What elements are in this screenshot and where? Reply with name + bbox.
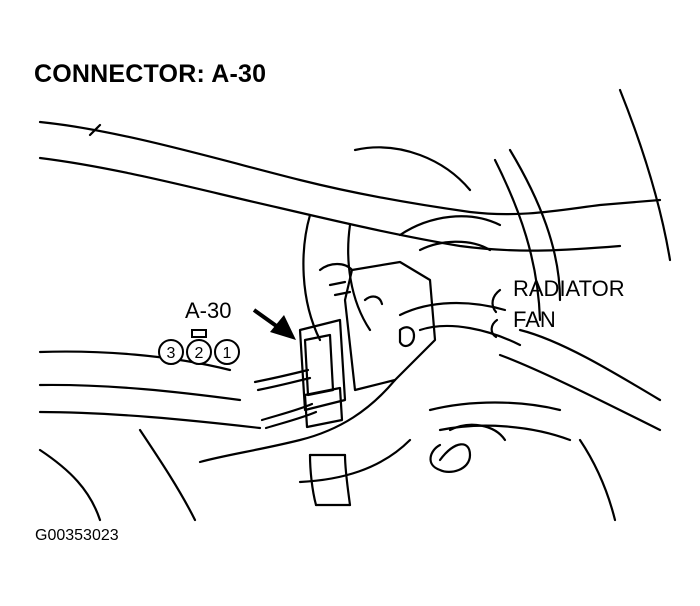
figure-id: G00353023: [35, 527, 119, 544]
lower-hoses: [38, 350, 617, 522]
pin-2-label: 2: [195, 345, 204, 362]
pin-2-circle: [186, 339, 212, 365]
page-title: CONNECTOR: A-30: [34, 60, 267, 88]
connector-a30: [298, 260, 437, 429]
connector-pinout: 3 2 1: [158, 329, 240, 365]
pin-3-label: 3: [167, 345, 176, 362]
pin-1-label: 1: [223, 345, 232, 362]
callout-label: A-30: [185, 298, 231, 323]
radiator-fan-label-line1: RADIATOR: [513, 276, 625, 301]
fan-shroud: [198, 146, 502, 484]
frame-lines: [398, 88, 672, 432]
pin-3-circle: [158, 339, 184, 365]
wiring-harness: [253, 368, 352, 507]
radiator-fan-label-line2: FAN: [513, 307, 556, 332]
connector-key-tab: [191, 329, 207, 338]
callout-arrow: [252, 308, 296, 340]
pin-1-circle: [214, 339, 240, 365]
